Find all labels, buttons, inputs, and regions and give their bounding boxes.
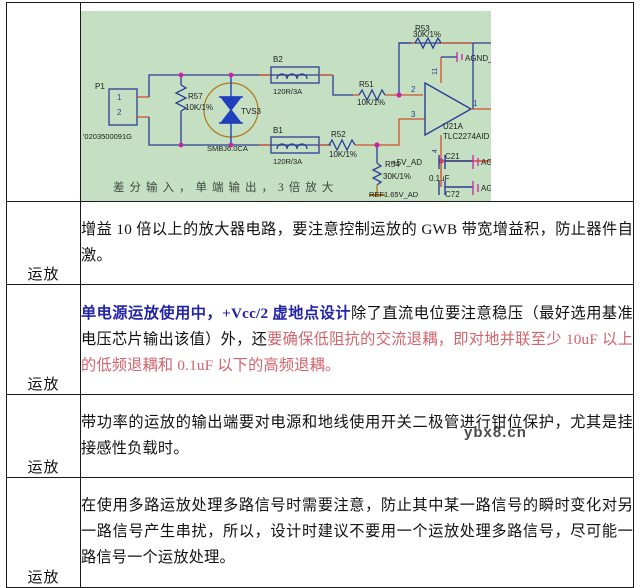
watermark: ybx8.cn — [464, 424, 527, 441]
row-body: 在使用多路运放处理多路信号时需要注意，防止其中某一路信号的瞬时变化对另一路信号产… — [80, 477, 634, 588]
note-segment-warning: 要确保低阻抗的交流退耦，即对地并联至少 10uF 以上的低频退耦和 0.1uF … — [81, 330, 633, 374]
label-u21a: U21A — [443, 122, 464, 131]
label-pin4: 4 — [432, 149, 439, 153]
label-r51: R51 — [359, 80, 374, 89]
label-pin1: 1 — [473, 99, 478, 108]
row-category-empty — [6, 2, 81, 202]
label-ref: REF1.65V_AD — [369, 190, 419, 199]
label-r52: R52 — [331, 130, 346, 139]
note-paragraph: 带功率的运放的输出端要对电源和地线使用开关二极管进行钳位保护，尤其是挂接感性负载… — [81, 410, 633, 462]
note-segment: 增益 10 倍以上的放大器电路，要注意控制运放的 GWB 带宽增益积，防止器件自… — [81, 221, 633, 265]
row-body: 带功率的运放的输出端要对电源和地线使用开关二极管进行钳位保护，尤其是挂接感性负载… — [80, 393, 634, 479]
label-pin11: 11 — [432, 68, 439, 75]
note-paragraph: 单电源运放使用中，+Vcc/2 虚地点设计除了直流电位要注意稳压（最好选用基准电… — [81, 301, 633, 379]
page-root: P1 1 2 '0203500091G R57 10K/1% TVS3 SMBJ… — [6, 2, 634, 588]
table-row: 运放 带功率的运放的输出端要对电源和地线使用开关二极管进行钳位保护，尤其是挂接感… — [6, 393, 634, 479]
label-b1: B1 — [273, 126, 283, 135]
row-category: 运放 — [6, 200, 81, 286]
label-r51-value: 10K/1% — [357, 98, 385, 107]
label-r54: R54 — [385, 160, 400, 169]
table-row: 运放 增益 10 倍以上的放大器电路，要注意控制运放的 GWB 带宽增益积，防止… — [6, 200, 634, 286]
label-p1-pin2: 2 — [117, 108, 122, 117]
label-b1-value: 120R/3A — [273, 157, 302, 166]
note-segment-highlight: 单电源运放使用中，+Vcc/2 虚地点设计 — [81, 304, 351, 322]
label-r53-value: 30K/1% — [413, 30, 441, 39]
label-tvs-part: SMBJ6.0CA — [207, 144, 248, 153]
label-b2: B2 — [273, 55, 283, 64]
label-c21: C21 — [445, 152, 460, 161]
row-category: 运放 — [6, 477, 81, 588]
table-row: 运放 单电源运放使用中，+Vcc/2 虚地点设计除了直流电位要注意稳压（最好选用… — [6, 284, 634, 395]
label-p1-part: '0203500091G — [83, 132, 132, 141]
schematic-svg: P1 1 2 '0203500091G R57 10K/1% TVS3 SMBJ… — [83, 24, 491, 199]
row-category: 运放 — [6, 284, 81, 395]
notes-table: P1 1 2 '0203500091G R57 10K/1% TVS3 SMBJ… — [6, 2, 634, 588]
row-body: 单电源运放使用中，+Vcc/2 虚地点设计除了直流电位要注意稳压（最好选用基准电… — [80, 284, 634, 395]
label-r52-value: 10K/1% — [329, 150, 357, 159]
label-tvs: TVS3 — [241, 107, 262, 116]
label-r54-value: 30K/1% — [383, 172, 411, 181]
label-b2-value: 120R/3A — [273, 87, 302, 96]
note-paragraph: 在使用多路运放处理多路信号时需要注意，防止其中某一路信号的瞬时变化对另一路信号产… — [81, 493, 633, 571]
label-vcc: +5V_AD — [392, 158, 422, 167]
note-segment: 除了直流电位要注意稳压（最好选用基准电压芯片输出该值）外，还 — [81, 304, 633, 348]
table-row: P1 1 2 '0203500091G R57 10K/1% TVS3 SMBJ… — [6, 2, 634, 202]
label-p1-pin1: 1 — [117, 93, 122, 102]
label-agnd-c21: AGND_AD — [481, 158, 491, 167]
label-agnd-c72: AGND_AD — [481, 184, 491, 193]
note-paragraph: 增益 10 倍以上的放大器电路，要注意控制运放的 GWB 带宽增益积，防止器件自… — [81, 217, 633, 269]
label-pin3: 3 — [411, 110, 416, 119]
label-r57: R57 — [188, 92, 203, 101]
label-c21-value: 0.1uF — [429, 174, 450, 183]
label-r57-value: 10K/1% — [185, 103, 213, 112]
label-p1: P1 — [95, 82, 105, 91]
label-c72: C72 — [445, 190, 460, 199]
label-pin2: 2 — [411, 85, 416, 94]
schematic-figure-cell: P1 1 2 '0203500091G R57 10K/1% TVS3 SMBJ… — [80, 2, 634, 202]
row-body: 增益 10 倍以上的放大器电路，要注意控制运放的 GWB 带宽增益积，防止器件自… — [80, 200, 634, 286]
label-r53: R53 — [415, 24, 430, 33]
row-category: 运放 — [6, 393, 81, 479]
note-segment: 带功率的运放的输出端要对电源和地线使用开关二极管进行钳位保护，尤其是挂接感性负载… — [81, 413, 633, 457]
table-row: 运放 在使用多路运放处理多路信号时需要注意，防止其中某一路信号的瞬时变化对另一路… — [6, 477, 634, 588]
label-agnd-top: AGND_AD — [465, 54, 491, 63]
figure-caption: 差分输入，单端输出，3倍放大 — [113, 182, 339, 194]
schematic-figure: P1 1 2 '0203500091G R57 10K/1% TVS3 SMBJ… — [81, 11, 491, 201]
label-u21a-part: TLC2274AID — [443, 132, 489, 141]
note-segment: 在使用多路运放处理多路信号时需要注意，防止其中某一路信号的瞬时变化对另一路信号产… — [81, 497, 633, 567]
